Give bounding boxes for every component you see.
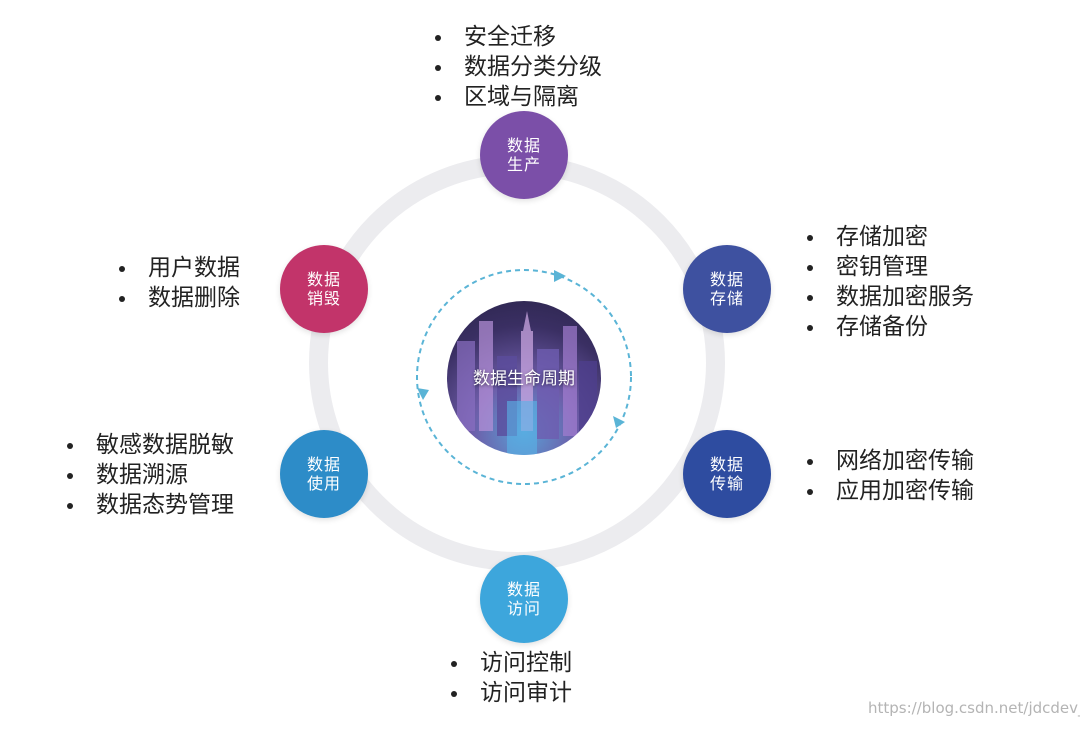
transfer-list: 网络加密传输 应用加密传输 [804,446,974,506]
stage-node-transfer: 数据 传输 [683,430,771,518]
list-item: 区域与隔离 [432,82,602,112]
list-item: 存储备份 [804,312,974,342]
lifecycle-hub: 数据生命周期 [447,301,601,455]
arrow-head-right-icon [613,416,625,428]
stage-line2: 传输 [709,474,744,493]
stage-line1: 数据 [306,455,341,474]
list-item: 应用加密传输 [804,476,974,506]
list-item: 数据态势管理 [64,490,234,520]
city-skyline-image [457,311,597,455]
list-item: 数据删除 [116,283,240,313]
arrow-head-left-icon [417,388,429,400]
stage-node-usage: 数据 使用 [280,430,368,518]
list-item: 用户数据 [116,253,240,283]
list-item: 存储加密 [804,222,974,252]
stage-line1: 数据 [709,270,744,289]
stage-line1: 数据 [709,455,744,474]
stage-line1: 数据 [506,136,541,155]
access-list: 访问控制 访问审计 [448,648,572,708]
list-item: 访问控制 [448,648,572,678]
list-item: 敏感数据脱敏 [64,430,234,460]
stage-node-production: 数据 生产 [480,111,568,199]
stage-node-destruction: 数据 销毁 [280,245,368,333]
usage-list: 敏感数据脱敏 数据溯源 数据态势管理 [64,430,234,520]
destruction-list: 用户数据 数据删除 [116,253,240,313]
stage-line1: 数据 [306,270,341,289]
storage-list: 存储加密 密钥管理 数据加密服务 存储备份 [804,222,974,342]
stage-line1: 数据 [506,580,541,599]
stage-line2: 使用 [306,474,341,493]
list-item: 网络加密传输 [804,446,974,476]
stage-line2: 存储 [709,289,744,308]
arrow-head-top-icon [554,270,566,282]
stage-node-access: 数据 访问 [480,555,568,643]
list-item: 数据溯源 [64,460,234,490]
cycle-arrows [416,269,632,485]
list-item: 访问审计 [448,678,572,708]
stage-line2: 销毁 [306,289,341,308]
watermark: https://blog.csdn.net/jdcdev_ [868,699,1080,717]
stage-line2: 访问 [506,599,541,618]
dashed-cycle-circle [416,269,632,485]
list-item: 数据分类分级 [432,52,602,82]
production-list: 安全迁移 数据分类分级 区域与隔离 [432,22,602,112]
stage-node-storage: 数据 存储 [683,245,771,333]
list-item: 安全迁移 [432,22,602,52]
list-item: 密钥管理 [804,252,974,282]
list-item: 数据加密服务 [804,282,974,312]
stage-line2: 生产 [506,155,541,174]
hub-label: 数据生命周期 [473,369,575,389]
